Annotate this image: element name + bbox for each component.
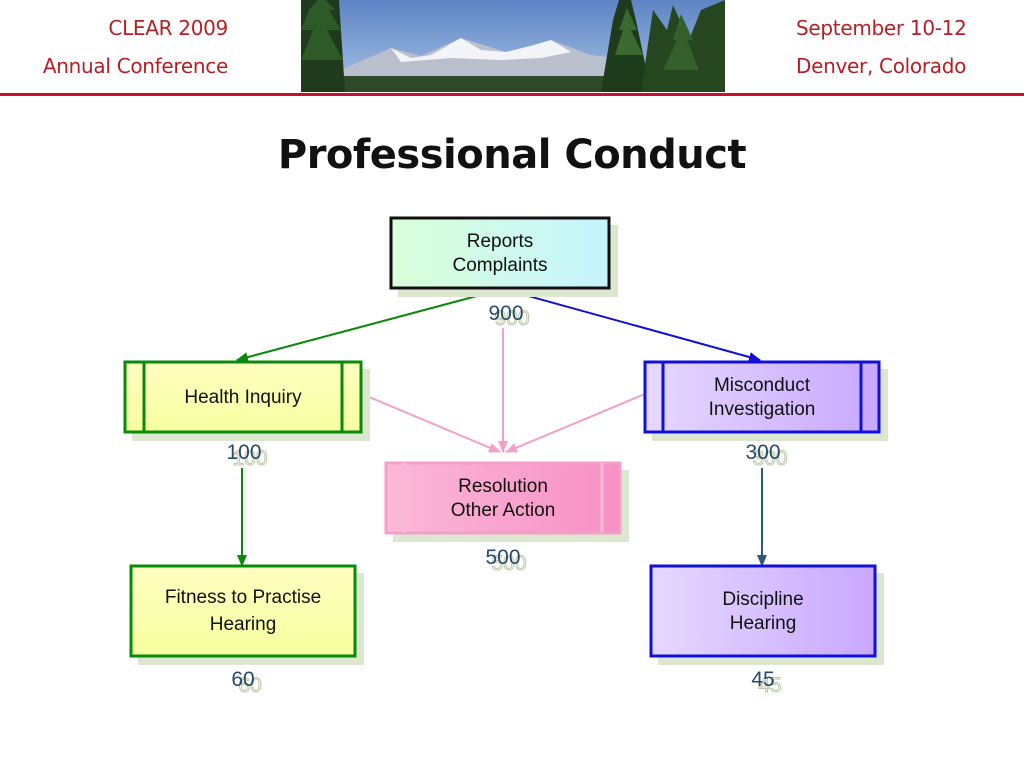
node-discipline-hearing: Discipline Hearing [649,564,884,665]
edge-reports-to-health [236,288,504,362]
node-discipline-label-2: Hearing [730,613,797,634]
header-rule [0,93,1024,96]
node-health-label: Health Inquiry [184,387,302,408]
node-reports-label-1: Reports [467,231,534,252]
node-resolution-label-1: Resolution [458,476,548,497]
count-discipline: 45 [751,668,774,691]
count-health-shadow: 100 [232,447,267,470]
node-fitness-to-practise-hearing: Fitness to Practise Hearing [129,564,364,665]
edge-reports-to-misconduct [502,288,761,362]
node-resolution-other-action: Resolution Other Action [384,461,629,542]
count-misconduct-shadow: 300 [752,447,787,470]
conference-dates: September 10-12 [796,16,967,40]
node-resolution-label-2: Other Action [451,500,556,521]
node-fitness-label-2: Hearing [210,614,277,635]
node-misconduct-label-1: Misconduct [714,375,811,396]
edge-health-to-resolution [361,393,501,453]
node-health-inquiry: Health Inquiry [123,360,370,441]
count-resolution: 500 [485,546,520,569]
count-reports: 900 [488,302,523,325]
node-misconduct-investigation: Misconduct Investigation [643,360,888,441]
count-health: 100 [226,441,261,464]
count-fitness: 60 [231,668,254,691]
count-fitness-shadow: 60 [238,674,261,697]
node-fitness-label-1: Fitness to Practise [165,587,321,608]
node-reports-complaints: Reports Complaints [389,216,618,297]
node-misconduct-label-2: Investigation [709,399,816,420]
conference-name: CLEAR 2009 [108,16,228,40]
mountain-banner-image [301,0,725,92]
edge-misconduct-to-resolution [505,393,646,453]
node-discipline-label-1: Discipline [722,589,803,610]
count-discipline-shadow: 45 [758,674,781,697]
count-reports-shadow: 900 [494,307,529,330]
count-misconduct: 300 [745,441,780,464]
conference-location: Denver, Colorado [796,54,967,78]
conference-subtitle: Annual Conference [42,54,228,78]
count-resolution-shadow: 500 [491,552,526,575]
node-reports-label-2: Complaints [452,255,547,276]
page-title: Professional Conduct [277,132,747,178]
